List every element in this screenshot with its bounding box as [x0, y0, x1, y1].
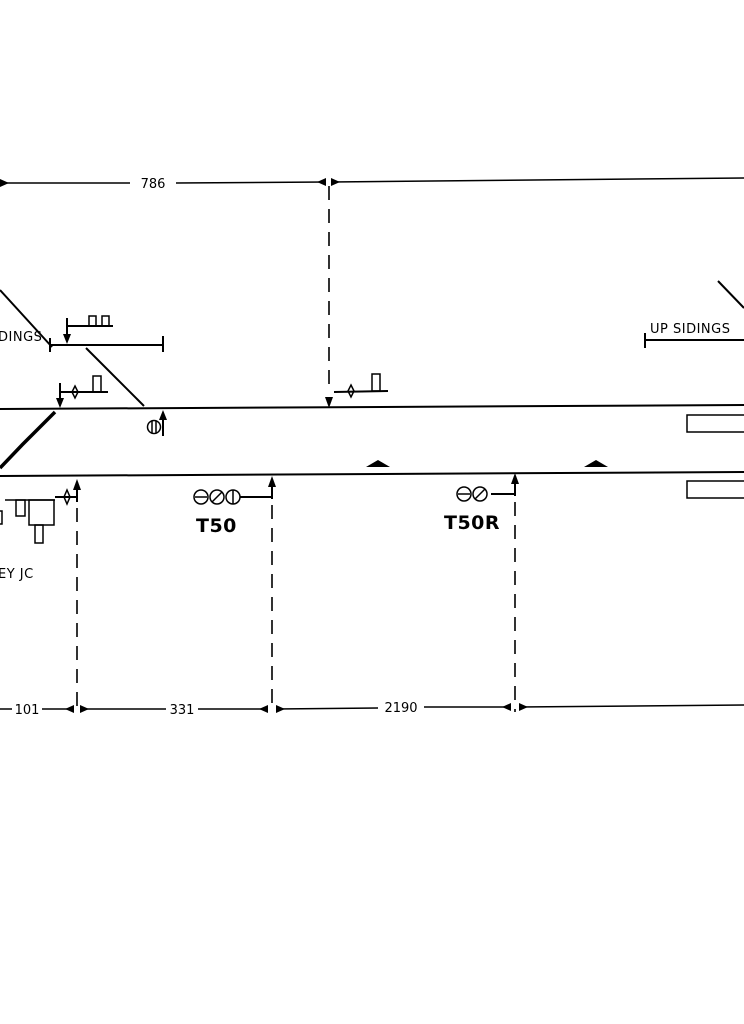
- bottom-dimension-line: 101 331 2190: [0, 701, 744, 718]
- siding-diagonal-right: [717, 280, 744, 309]
- ramp-marker-2: [584, 460, 608, 467]
- up-sidings-left-label: DINGS: [0, 330, 42, 345]
- bottom-marker-101: [73, 479, 81, 712]
- siding-diagonal-upper-left: [0, 289, 53, 348]
- top-dimension-line: 786: [0, 177, 744, 192]
- platform-lower-right: [686, 480, 744, 499]
- distance-101-label: 101: [15, 703, 40, 718]
- arrow-down-icon: [325, 397, 333, 408]
- signal-t50r-label: T50R: [444, 512, 500, 534]
- up-sidings-right-label: UP SIDINGS: [650, 322, 730, 337]
- main-line-lower: [0, 471, 744, 477]
- distance-2190-label: 2190: [384, 701, 417, 716]
- distance-786-label: 786: [141, 177, 166, 192]
- siding-signal-upper: [63, 315, 113, 344]
- bottom-marker-331: [252, 476, 276, 712]
- junction-crossover: [0, 410, 57, 470]
- main-line-upper: [0, 404, 744, 410]
- signal-t50r: [456, 486, 488, 502]
- bottom-marker-2190: [491, 473, 519, 712]
- ramp-marker-1: [366, 460, 390, 467]
- main-signal-center: [333, 373, 389, 399]
- main-signal-left: [56, 375, 108, 408]
- platform-upper-right: [686, 414, 744, 433]
- siding-diagonal-lower-left: [85, 347, 145, 407]
- distance-331-label: 331: [170, 703, 195, 718]
- junction-ground-frame: [0, 488, 77, 544]
- signal-t50: [193, 489, 252, 505]
- signal-t50-label: T50: [196, 515, 237, 537]
- track-circuit-marker: [146, 410, 167, 436]
- junction-label: EY JC: [0, 567, 34, 582]
